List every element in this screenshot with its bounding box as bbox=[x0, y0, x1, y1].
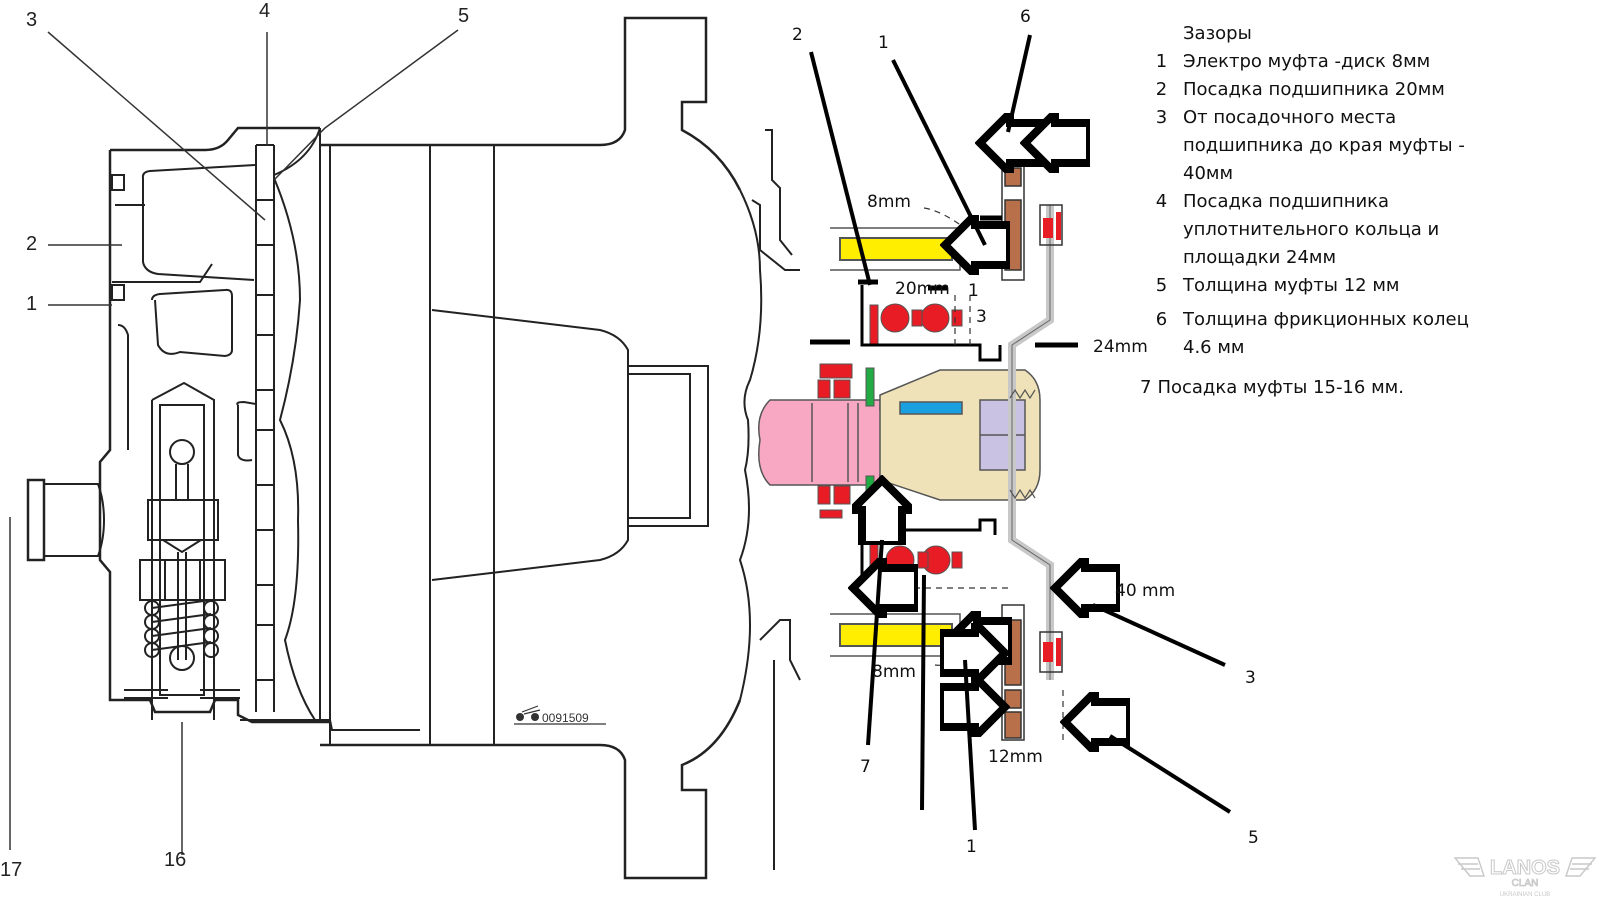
lanos-clan-logo: LANOS CLAN UKRAINIAN CLUB bbox=[1453, 857, 1597, 898]
part-number-text: 0091509 bbox=[542, 711, 589, 725]
legend-num: 1 bbox=[1155, 51, 1168, 72]
dim-12mm: 12mm bbox=[988, 747, 1043, 767]
friction-ring-1 bbox=[1004, 137, 1022, 167]
callout-5: 5 bbox=[458, 5, 469, 27]
seal-top bbox=[865, 367, 875, 407]
legend-text: Посадка муфты 15-16 мм. bbox=[1157, 377, 1404, 398]
callout-1-inner: 1 bbox=[968, 281, 979, 301]
legend-item: 7 Посадка муфты 15-16 мм. bbox=[1140, 374, 1480, 402]
legend-text: Посадка подшипника 20мм bbox=[1183, 79, 1445, 100]
legend-item: 4 Посадка подшипника уплотнительного кол… bbox=[1140, 188, 1480, 272]
legend-item: 5 Толщина муфты 12 мм bbox=[1140, 272, 1480, 300]
callout-1-bottom: 1 bbox=[966, 837, 977, 857]
clearance-legend: Зазоры 1 Электро муфта -диск 8мм 2 Посад… bbox=[1140, 20, 1480, 402]
callout-2: 2 bbox=[26, 233, 37, 255]
callout-2-added: 2 bbox=[792, 25, 803, 45]
dimension-arrows bbox=[810, 143, 1125, 722]
coil-bottom bbox=[839, 623, 953, 647]
callout-1-added: 1 bbox=[878, 33, 889, 53]
legend-num: 6 bbox=[1155, 309, 1168, 330]
dim-20mm: 20mm bbox=[895, 279, 950, 299]
legend-item: 1 Электро муфта -диск 8мм bbox=[1140, 48, 1480, 76]
original-callouts: 3 4 5 2 1 17 16 bbox=[0, 0, 469, 881]
friction-ring-2 bbox=[1004, 199, 1022, 271]
dim-40mm: 40 mm bbox=[1115, 581, 1175, 601]
legend-text: Посадка подшипника уплотнительного кольц… bbox=[1183, 191, 1440, 268]
compressor-body-drawing bbox=[26, 16, 801, 880]
legend-text: Толщина муфты 12 мм bbox=[1183, 275, 1400, 296]
callout-7-bottom: 7 bbox=[860, 757, 871, 777]
coil-top bbox=[839, 237, 953, 261]
friction-ring-3 bbox=[1004, 619, 1022, 686]
legend-num: 4 bbox=[1155, 191, 1168, 212]
legend-text: Толщина фрикционных колец 4.6 мм bbox=[1183, 309, 1469, 358]
seal-bottom bbox=[865, 475, 875, 515]
callout-3-right: 3 bbox=[1245, 668, 1256, 688]
original-leader-lines bbox=[9, 29, 459, 855]
legend-text: Электро муфта -диск 8мм bbox=[1183, 51, 1431, 72]
dim-24mm: 24mm bbox=[1093, 337, 1148, 357]
callout-17: 17 bbox=[0, 859, 22, 881]
legend-num: 5 bbox=[1155, 275, 1168, 296]
logo-tagline: UKRAINIAN CLUB bbox=[1500, 892, 1550, 898]
callout-5-right: 5 bbox=[1248, 828, 1259, 848]
legend-item: 2 Посадка подшипника 20мм bbox=[1140, 76, 1480, 104]
clutch-assembly bbox=[758, 134, 1063, 741]
callout-16: 16 bbox=[164, 849, 186, 871]
legend-num: 7 bbox=[1140, 377, 1152, 398]
legend-item: 3 От посадочного места подшипника до кра… bbox=[1140, 104, 1480, 188]
callout-3: 3 bbox=[26, 9, 37, 31]
logo-brand: LANOS bbox=[1490, 857, 1560, 879]
added-leader-lines bbox=[809, 34, 1232, 831]
dimension-labels: 8mm 20mm 24mm 40 mm 8mm 12mm bbox=[867, 192, 1175, 767]
part-number-mark: 0091509 bbox=[514, 705, 606, 725]
dim-8mm-bottom: 8mm bbox=[872, 662, 916, 682]
legend-item: 6 Толщина фрикционных колец 4.6 мм bbox=[1140, 306, 1480, 362]
legend-title: Зазоры bbox=[1183, 23, 1252, 44]
callout-4: 4 bbox=[259, 0, 270, 22]
dim-8mm-top: 8mm bbox=[867, 192, 911, 212]
legend-num: 2 bbox=[1155, 79, 1168, 100]
logo-sub: CLAN bbox=[1512, 878, 1539, 889]
legend-text: От посадочного места подшипника до края … bbox=[1183, 107, 1465, 184]
callout-1: 1 bbox=[26, 293, 37, 315]
legend-num: 3 bbox=[1155, 107, 1168, 128]
callout-6-added: 6 bbox=[1020, 7, 1031, 27]
key bbox=[899, 401, 963, 415]
added-callouts: 2 1 6 1 3 3 5 7 1 bbox=[792, 7, 1259, 857]
callout-3-inner: 3 bbox=[976, 307, 987, 327]
